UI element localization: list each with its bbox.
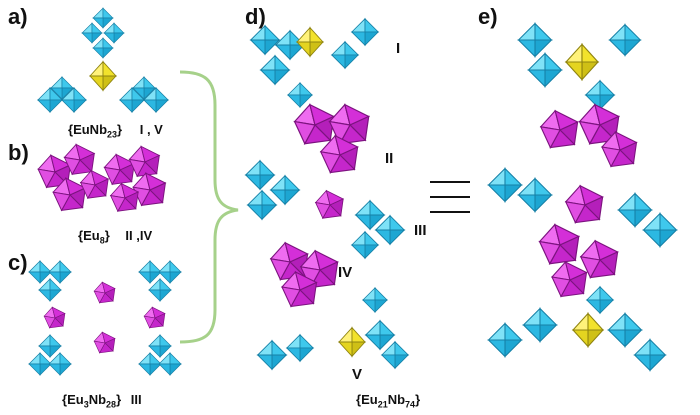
formula-a: {EuNb23} I , V (68, 122, 163, 140)
panel-a-structure (37, 7, 169, 113)
panel-label-e: e) (478, 4, 498, 29)
panel-e-structure (487, 22, 678, 371)
equivalence-sign (430, 181, 470, 213)
unit-label-iii: III (414, 222, 427, 239)
panel-label-d: d) (245, 4, 266, 29)
panel-label-b: b) (8, 140, 29, 165)
unit-label-ii: II (385, 150, 394, 167)
panel-label-c: c) (8, 250, 28, 275)
unit-label-v: V (352, 366, 363, 383)
unit-label-i: I (396, 40, 401, 57)
grouping-brace (179, 70, 239, 344)
formula-c: {Eu3Nb28} III (62, 392, 142, 410)
panel-label-a: a) (8, 4, 28, 29)
panel-d-structure (245, 18, 409, 370)
panel-b-structure (37, 143, 166, 212)
formula-b: {Eu8} II ,IV (78, 228, 153, 246)
formula-d: {Eu21Nb74} (356, 392, 421, 410)
panel-c-structure (28, 260, 182, 376)
unit-label-iv: IV (338, 264, 353, 281)
